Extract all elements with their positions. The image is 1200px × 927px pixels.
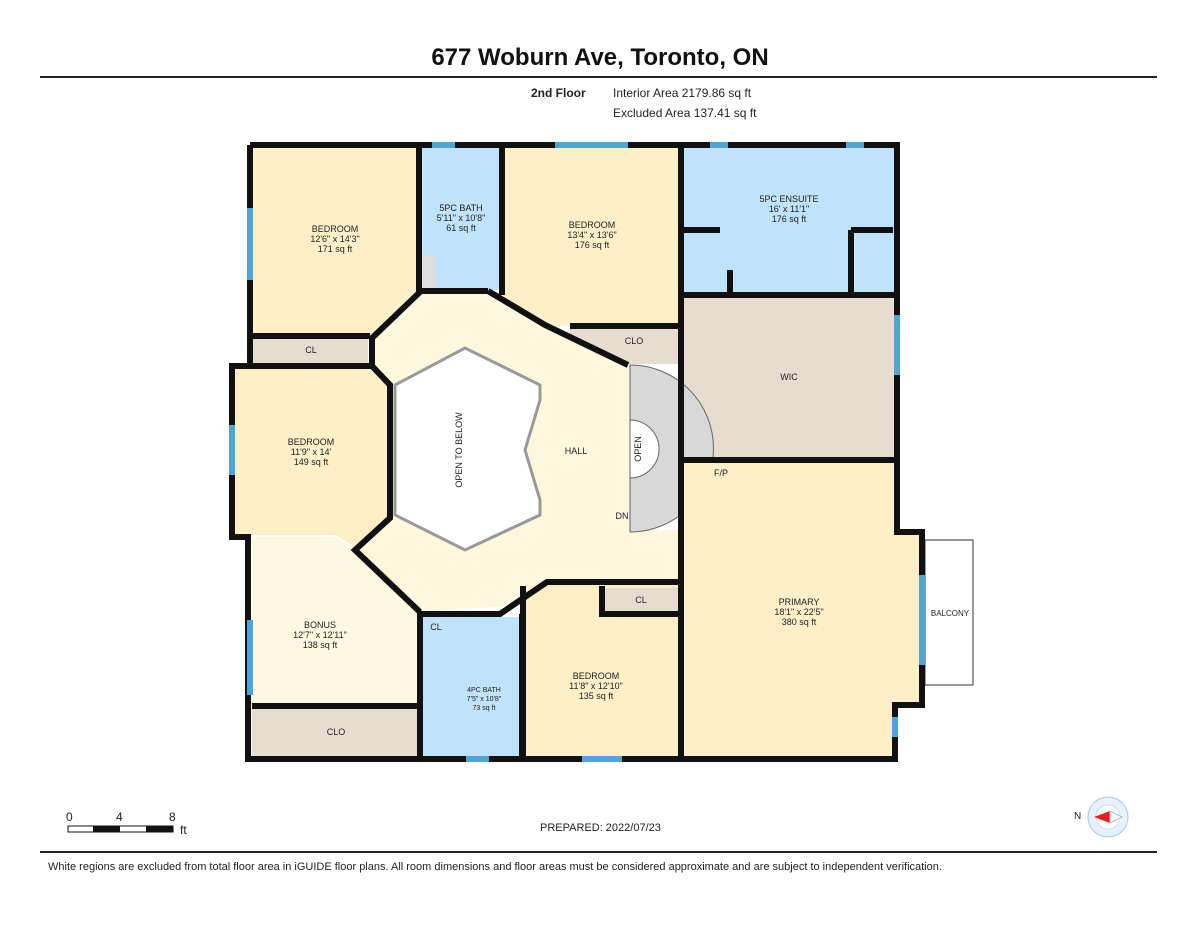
scale-tick-4: 4	[116, 810, 123, 824]
cl2-label: CL	[430, 622, 442, 632]
scale-tick-8: 8	[169, 810, 176, 824]
clo2-label: CLO	[327, 727, 346, 737]
bedroom1-name: BEDROOM	[312, 224, 359, 234]
cl1-label: CL	[305, 345, 317, 355]
walls	[229, 142, 925, 762]
room-ensuite	[683, 146, 895, 294]
bedroom3-area: 149 sq ft	[294, 457, 329, 467]
room-wic	[683, 296, 895, 459]
compass-north-label: N	[1074, 811, 1082, 822]
closet-cl1	[252, 337, 368, 365]
page-title: 677 Woburn Ave, Toronto, ON	[431, 44, 769, 71]
primary-area: 380 sq ft	[782, 617, 817, 627]
bedroom2-dims: 13'4" x 13'6"	[567, 230, 616, 240]
open-to-below	[393, 346, 542, 552]
bath4-dims: 7'5" x 10'8"	[467, 696, 502, 703]
scale-unit: ft	[180, 823, 187, 837]
room-bedroom1	[252, 146, 419, 336]
hall-label: HALL	[565, 446, 588, 456]
primary-dims: 18'1" x 22'5"	[774, 607, 823, 617]
bedroom2-area: 176 sq ft	[575, 240, 610, 250]
open-to-below-label: OPEN TO BELOW	[454, 412, 464, 488]
balcony	[924, 539, 974, 686]
excluded-area: Excluded Area 137.41 sq ft	[613, 106, 757, 120]
bedroom3-dims: 11'9" x 14'	[291, 447, 332, 457]
closet-cl3	[602, 588, 680, 614]
bath5-name: 5PC BATH	[439, 203, 482, 213]
compass-icon	[1087, 796, 1129, 838]
footer-divider	[40, 851, 1157, 853]
bonus-name: BONUS	[304, 620, 336, 630]
bath4-area: 73 sq ft	[473, 705, 496, 712]
scale-bar	[67, 825, 174, 833]
bedroom1-area: 171 sq ft	[318, 244, 353, 254]
room-bedroom3	[233, 366, 390, 548]
bath4-name: 4PC BATH	[467, 687, 501, 694]
bedroom2-name: BEDROOM	[569, 220, 616, 230]
primary-name: PRIMARY	[779, 597, 820, 607]
clo1-label: CLO	[625, 336, 644, 346]
windows	[229, 142, 925, 762]
bedroom4-area: 135 sq ft	[579, 691, 614, 701]
prepared-date: PREPARED: 2022/07/23	[540, 822, 661, 834]
fixture	[422, 255, 436, 288]
footer-disclaimer: White regions are excluded from total fl…	[48, 861, 942, 873]
bonus-dims: 12'7" x 12'11"	[293, 630, 347, 640]
bedroom4-name: BEDROOM	[573, 671, 620, 681]
interior-area: Interior Area 2179.86 sq ft	[613, 86, 752, 100]
balcony-label: BALCONY	[931, 609, 970, 618]
bonus-area: 138 sq ft	[303, 640, 338, 650]
floor-label: 2nd Floor	[531, 86, 586, 100]
room-bedroom2	[503, 146, 682, 326]
wic-label: WIC	[780, 372, 798, 382]
room-bonus	[252, 537, 420, 705]
bedroom1-dims: 12'6" x 14'3"	[310, 234, 359, 244]
ensuite-name: 5PC ENSUITE	[759, 194, 818, 204]
room-primary	[683, 462, 922, 757]
stair-open-label: OPEN	[633, 436, 643, 462]
closet-clo2	[252, 707, 420, 757]
bedroom4-dims: 11'8" x 12'10"	[569, 681, 623, 691]
stair-down-label: DN	[616, 511, 629, 521]
room-4pc-bath	[422, 617, 522, 757]
bedroom3-name: BEDROOM	[288, 437, 335, 447]
ensuite-area: 176 sq ft	[772, 214, 807, 224]
scale-tick-0: 0	[66, 810, 73, 824]
bath5-area: 61 sq ft	[446, 223, 476, 233]
header-divider	[40, 76, 1157, 78]
ensuite-dims: 16' x 11'1"	[769, 204, 810, 214]
fireplace-label: F/P	[714, 468, 728, 478]
bath5-dims: 5'11" x 10'8"	[437, 213, 486, 223]
cl3-label: CL	[635, 595, 647, 605]
